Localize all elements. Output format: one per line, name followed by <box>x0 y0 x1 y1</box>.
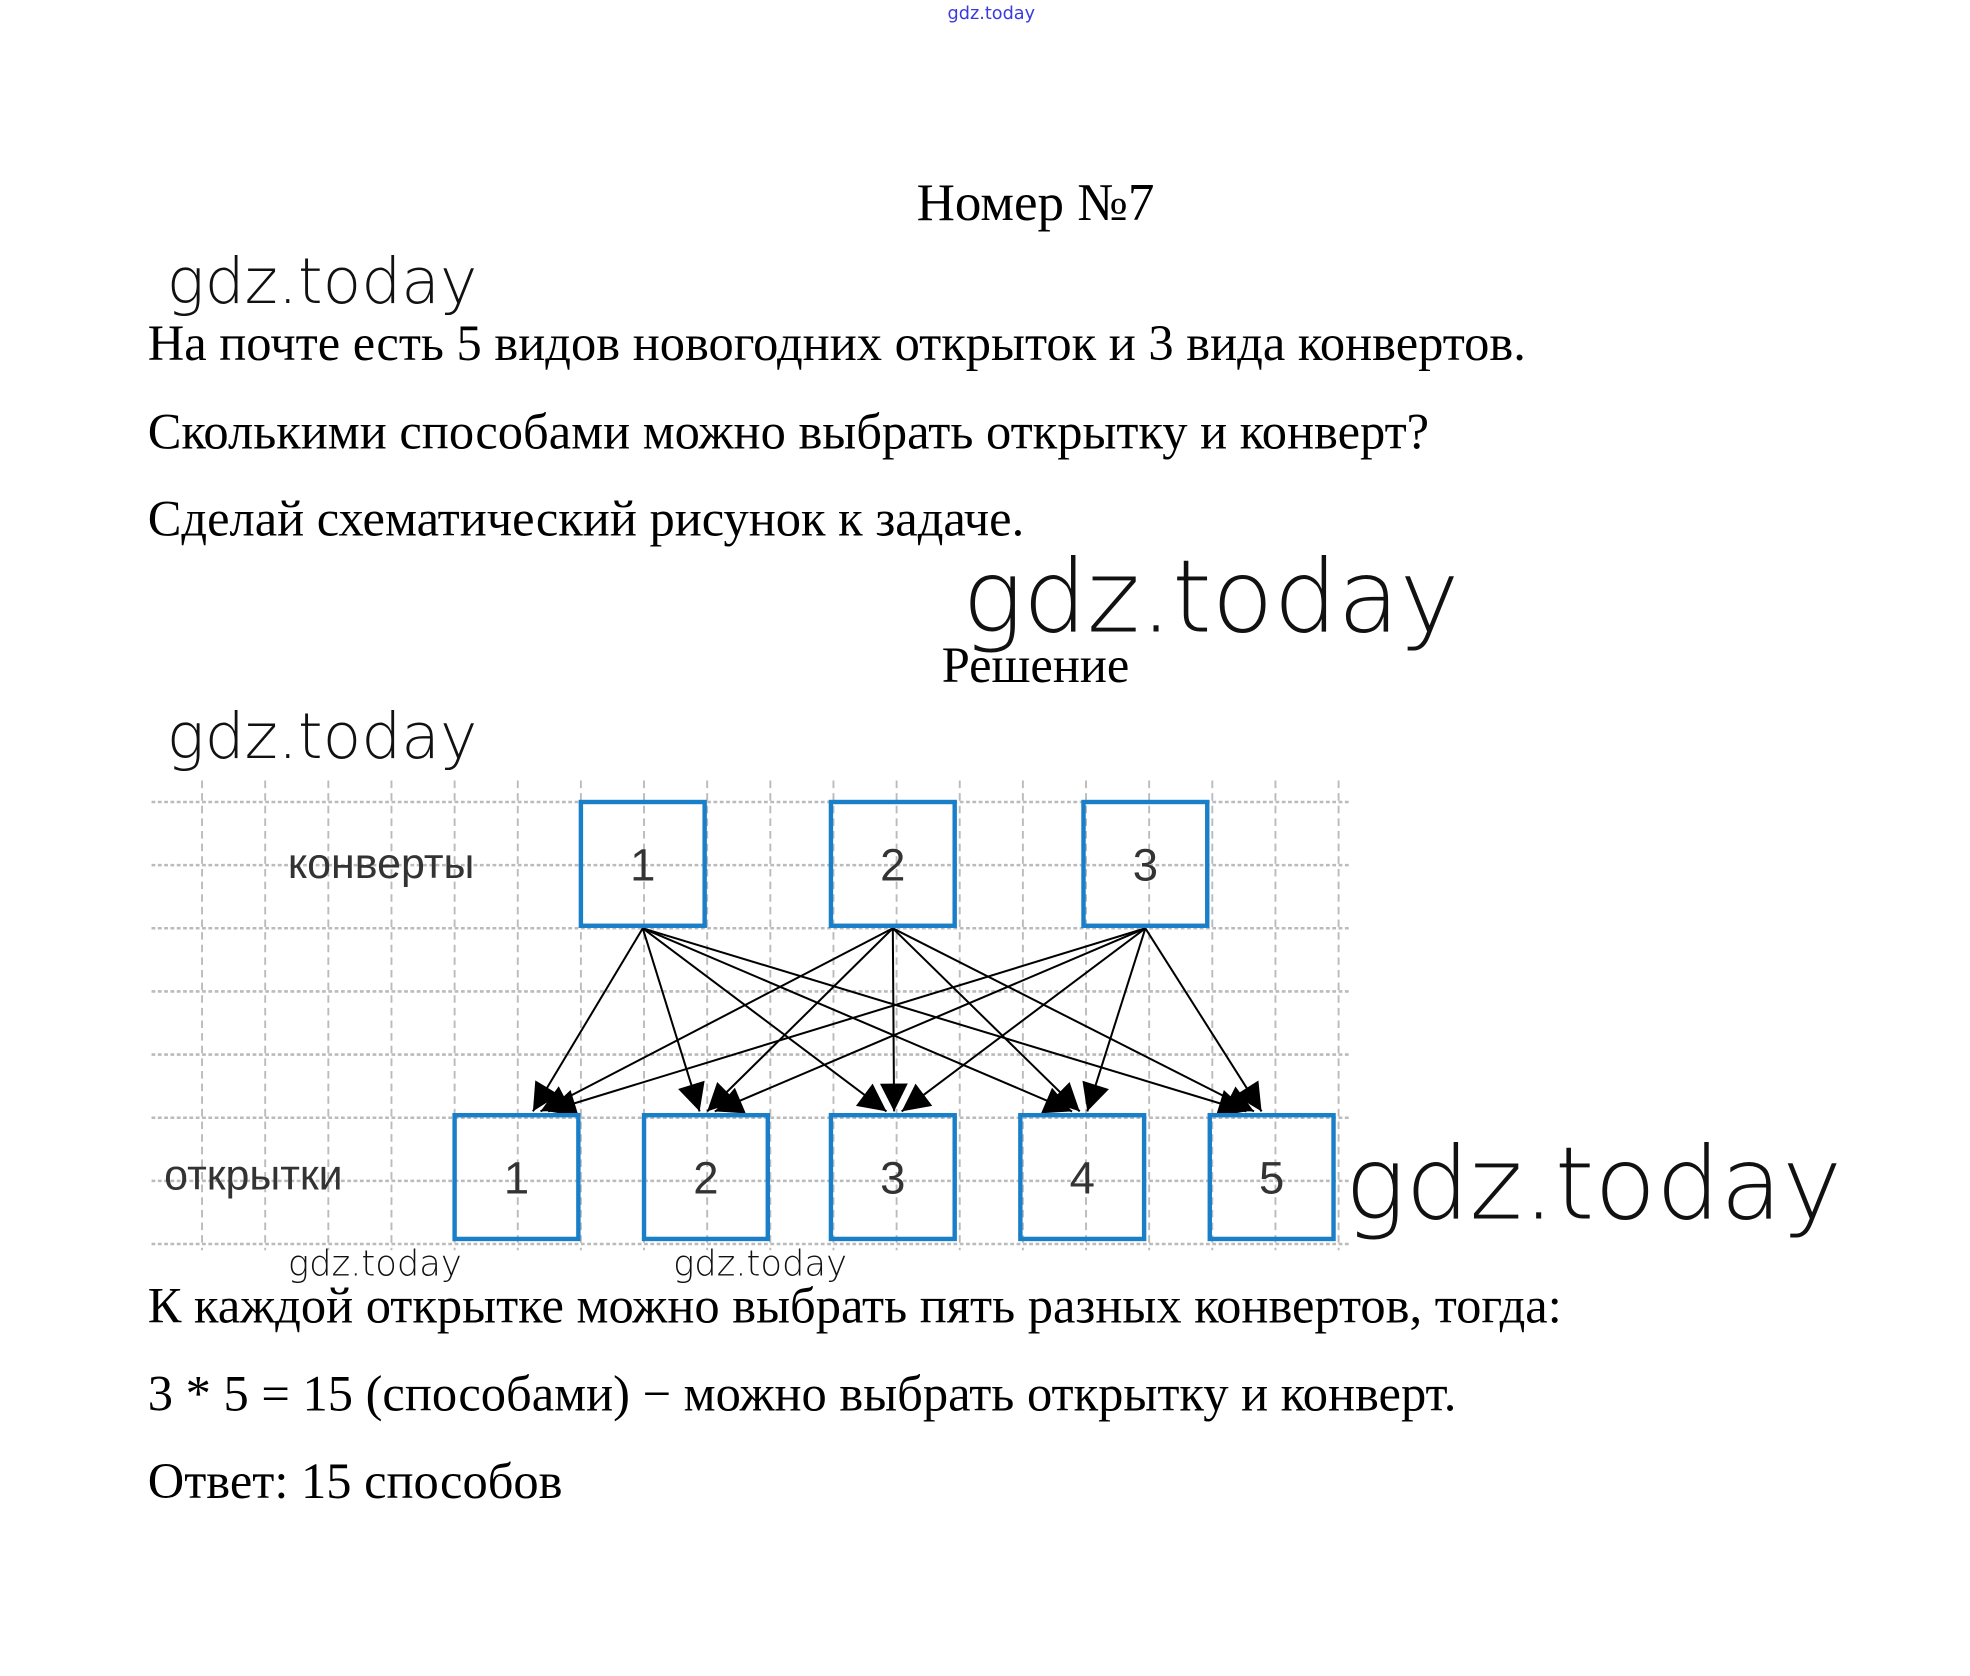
page-title: Номер №7 <box>917 174 1155 232</box>
problem-line-1: На почте есть 5 видов новогодних открыто… <box>148 315 1526 371</box>
arrow <box>547 927 1146 1117</box>
envelope-box: 1 <box>578 799 707 928</box>
envelope-box-frame <box>1081 799 1210 928</box>
envelope-box-frame <box>578 799 707 928</box>
arrows <box>532 927 1263 1117</box>
watermark: gdz.today <box>673 1244 847 1285</box>
envelope-box-frame <box>828 799 957 928</box>
cards-label: открытки <box>164 1152 342 1200</box>
card-box-number: 5 <box>1259 1152 1284 1203</box>
card-box-frame <box>828 1112 957 1242</box>
watermark: gdz.today <box>167 699 478 773</box>
card-box-number: 3 <box>880 1152 905 1203</box>
grid <box>151 780 1349 1251</box>
arrow <box>540 927 894 1113</box>
card-box-number: 2 <box>693 1152 718 1203</box>
card-box: 5 <box>1207 1112 1336 1242</box>
card-box-number: 1 <box>504 1152 529 1203</box>
arrow <box>1144 927 1263 1112</box>
envelope-box-number: 3 <box>1133 839 1158 890</box>
arrow <box>706 927 894 1113</box>
problem-line-3: Сделай схематический рисунок к задаче. <box>148 491 1024 547</box>
card-box-frame <box>1018 1112 1147 1242</box>
envelope-box-number: 2 <box>880 839 905 890</box>
solution-line-1: К каждой открытке можно выбрать пять раз… <box>148 1277 1562 1333</box>
card-box: 1 <box>452 1112 581 1242</box>
card-box: 3 <box>828 1112 957 1242</box>
arrow <box>879 928 908 1112</box>
answer-line: Ответ: 15 способов <box>148 1453 563 1509</box>
envelope-box: 2 <box>828 799 957 928</box>
watermark: gdz.today <box>167 244 478 318</box>
solution-heading: Решение <box>942 637 1130 693</box>
envelope-box: 3 <box>1081 799 1210 928</box>
arrow <box>892 927 1255 1113</box>
envelope-box-number: 1 <box>630 839 655 890</box>
watermark: gdz.today <box>1345 1125 1842 1243</box>
arrow <box>641 927 705 1112</box>
problem-line-2: Сколькими способами можно выбрать открыт… <box>148 403 1429 459</box>
card-box-number: 4 <box>1070 1152 1095 1203</box>
arrow <box>714 927 1146 1114</box>
envelopes-label: конверты <box>288 840 474 888</box>
arrow <box>1082 927 1147 1112</box>
card-box-frame <box>452 1112 581 1242</box>
scheme-diagram: конверты открытки 1 2 3 1 2 3 4 5 <box>151 780 1349 1251</box>
card-box-frame <box>641 1112 771 1242</box>
arrow <box>642 927 1073 1114</box>
arrow <box>532 927 644 1112</box>
card-box: 2 <box>641 1112 771 1242</box>
arrow <box>642 927 1247 1117</box>
card-box: 4 <box>1018 1112 1147 1242</box>
arrow <box>901 927 1146 1113</box>
arrow <box>642 927 888 1113</box>
watermark: gdz.today <box>288 1244 462 1285</box>
boxes: 1 2 3 1 2 3 4 5 <box>452 799 1336 1242</box>
solution-line-2: 3 * 5 = 15 (способами) − можно выбрать о… <box>148 1366 1457 1422</box>
card-box-frame <box>1207 1112 1336 1242</box>
watermark: gdz.today <box>962 538 1459 656</box>
arrow <box>892 927 1081 1113</box>
watermark-top: gdz.today <box>948 4 1036 24</box>
